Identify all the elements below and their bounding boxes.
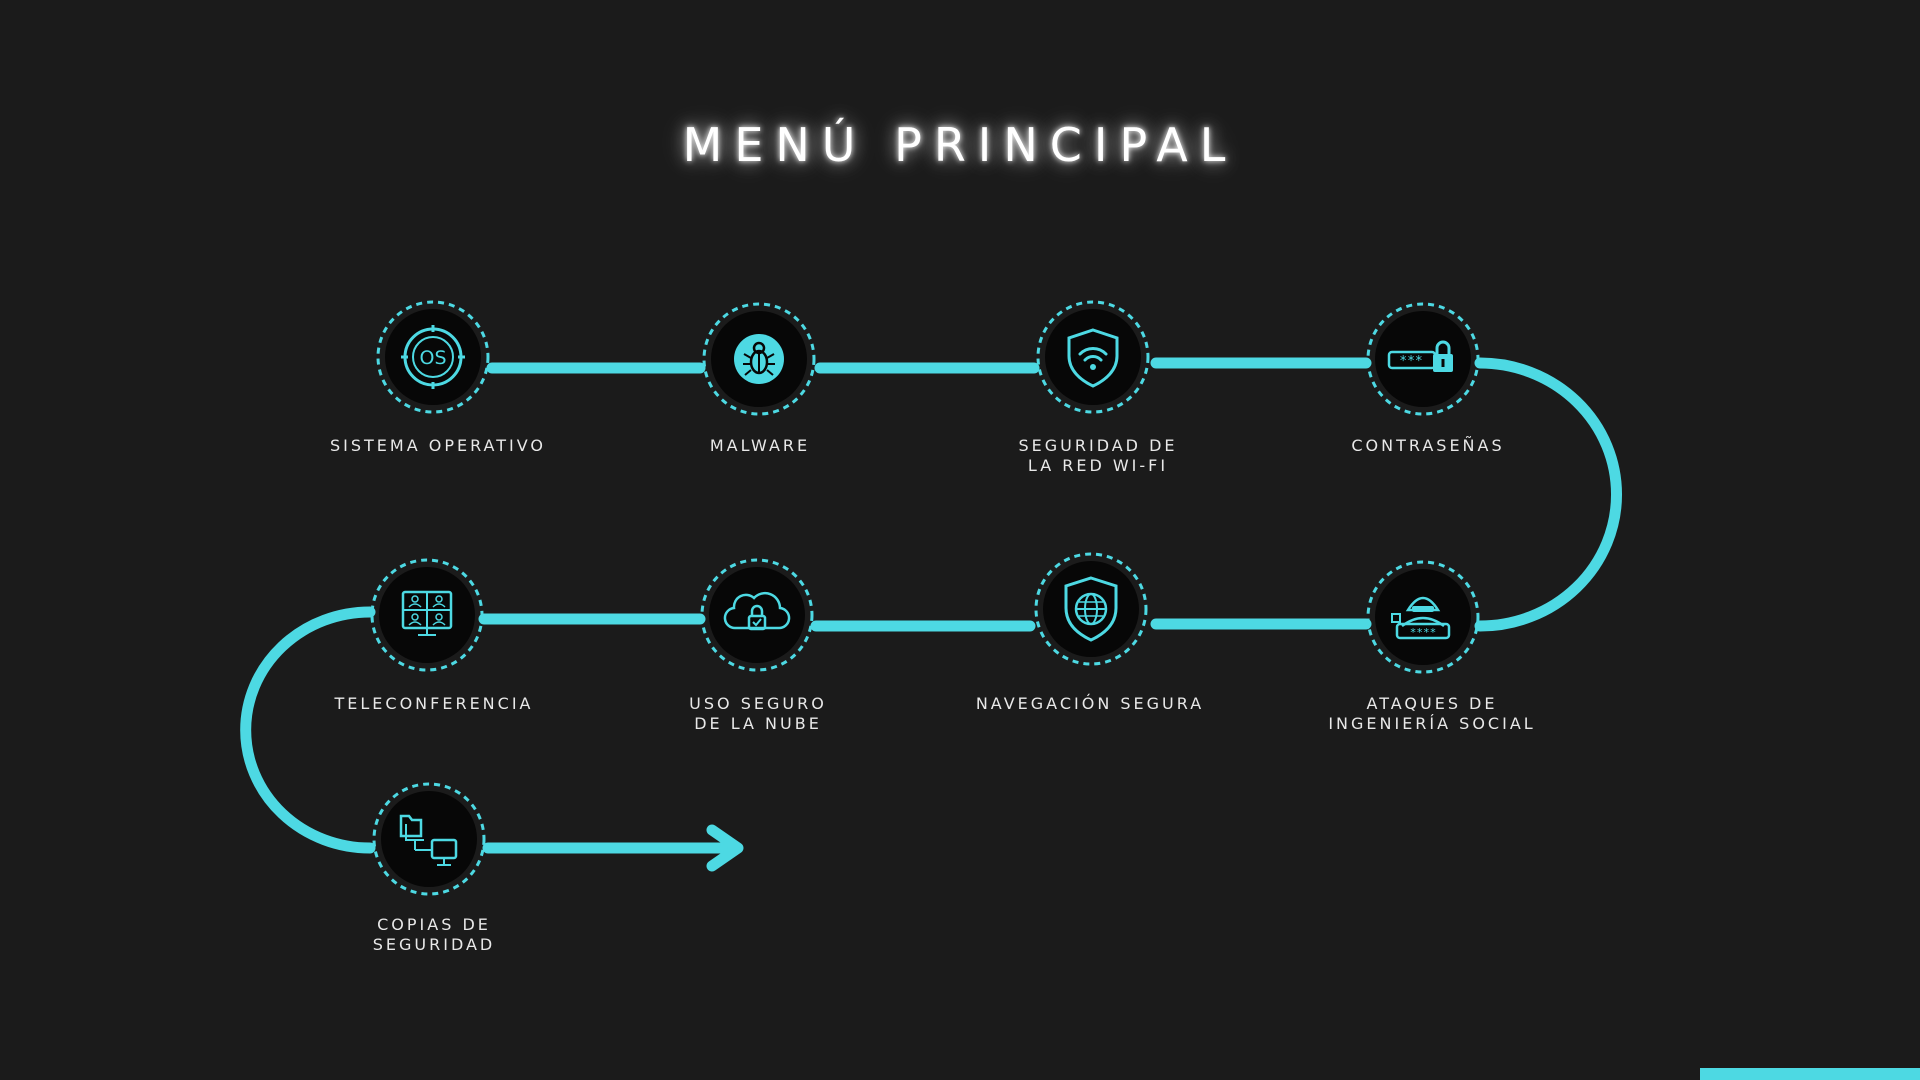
label-line: COPIAS DE	[377, 915, 491, 934]
menu-item-label-seguridad-wifi[interactable]: SEGURIDAD DE LA RED WI-FI	[948, 436, 1248, 476]
password-lock-icon: ***	[1366, 302, 1480, 416]
label-line: LA RED WI-FI	[1027, 456, 1169, 475]
menu-item-label-contrasenas[interactable]: CONTRASEÑAS	[1278, 436, 1578, 456]
label-line: SISTEMA OPERATIVO	[329, 436, 547, 455]
menu-item-label-malware[interactable]: MALWARE	[610, 436, 910, 456]
label-line: ATAQUES DE	[1366, 694, 1498, 713]
accent-bar	[1700, 1068, 1920, 1080]
label-line: SEGURIDAD DE	[1018, 436, 1178, 455]
backup-icon	[372, 782, 486, 896]
label-line: TELECONFERENCIA	[334, 694, 534, 713]
menu-item-teleconferencia[interactable]	[368, 556, 486, 674]
menu-item-label-teleconferencia[interactable]: TELECONFERENCIA	[284, 694, 584, 714]
arrow-head-icon	[706, 824, 744, 872]
label-line: SEGURIDAD	[372, 935, 496, 954]
menu-item-navegacion-segura[interactable]	[1032, 550, 1150, 668]
menu-item-sistema-operativo[interactable]: OS	[374, 298, 492, 416]
label-line: DE LA NUBE	[694, 714, 822, 733]
svg-text:OS: OS	[419, 347, 446, 369]
menu-item-malware[interactable]	[700, 300, 818, 418]
menu-item-label-ataques-ingenieria-social[interactable]: ATAQUES DE INGENIERÍA SOCIAL	[1282, 694, 1582, 734]
menu-item-seguridad-wifi[interactable]	[1034, 298, 1152, 416]
label-line: CONTRASEÑAS	[1351, 436, 1505, 455]
menu-item-contrasenas[interactable]: ***	[1364, 300, 1482, 418]
menu-item-ataques-ingenieria-social[interactable]: ****	[1364, 558, 1482, 676]
menu-item-copias-seguridad[interactable]	[370, 780, 488, 898]
svg-text:****: ****	[1410, 626, 1437, 639]
os-icon: OS	[376, 300, 490, 414]
bug-icon	[702, 302, 816, 416]
wifi-shield-icon	[1036, 300, 1150, 414]
menu-item-label-navegacion-segura[interactable]: NAVEGACIÓN SEGURA	[940, 694, 1240, 714]
hacker-icon: ****	[1366, 560, 1480, 674]
menu-item-uso-seguro-nube[interactable]	[698, 556, 816, 674]
menu-item-label-sistema-operativo[interactable]: SISTEMA OPERATIVO	[288, 436, 588, 456]
menu-item-label-uso-seguro-nube[interactable]: USO SEGURO DE LA NUBE	[608, 694, 908, 734]
globe-shield-icon	[1034, 552, 1148, 666]
label-line: NAVEGACIÓN SEGURA	[975, 694, 1205, 713]
label-line: INGENIERÍA SOCIAL	[1328, 714, 1536, 733]
svg-text:***: ***	[1399, 354, 1422, 369]
label-line: MALWARE	[709, 436, 811, 455]
connector-curve-left	[240, 606, 376, 854]
cloud-lock-icon	[700, 558, 814, 672]
menu-item-label-copias-seguridad[interactable]: COPIAS DE SEGURIDAD	[284, 915, 584, 955]
page-title: MENÚ PRINCIPAL	[682, 118, 1238, 172]
label-line: USO SEGURO	[689, 694, 827, 713]
video-call-icon	[370, 558, 484, 672]
connector-curve-right	[1474, 357, 1622, 632]
